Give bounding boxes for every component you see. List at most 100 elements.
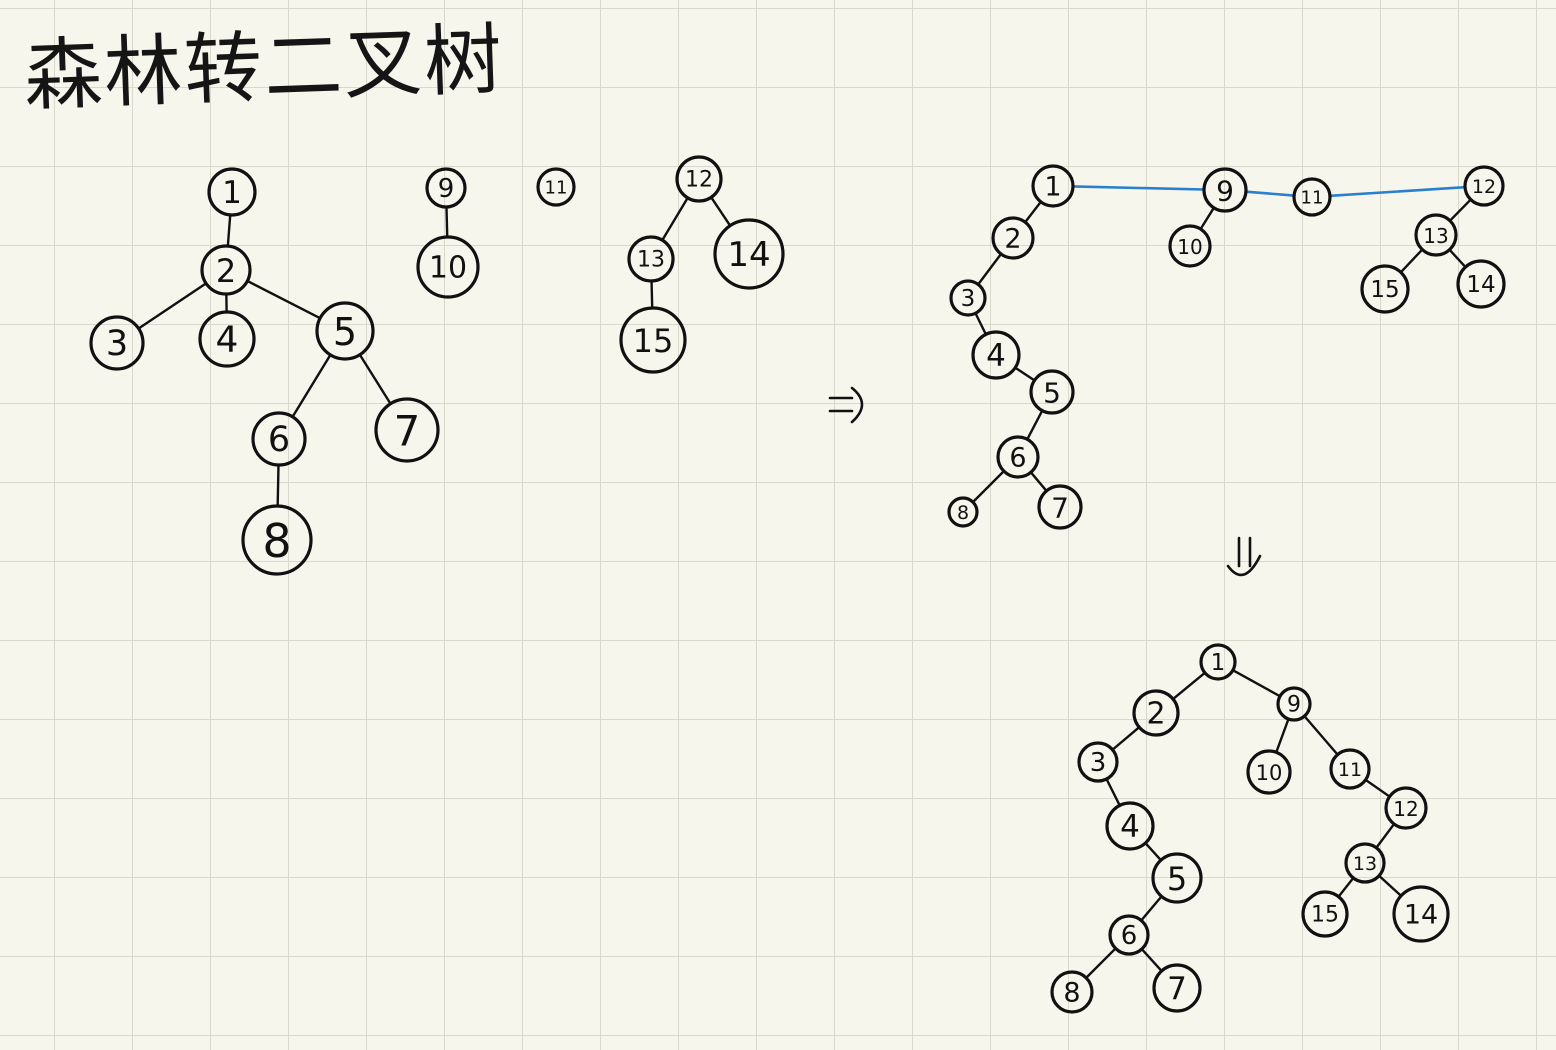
intermediate-node-13-circle [1414, 213, 1458, 257]
forest-node-4-circle [198, 310, 256, 368]
binary-node-11-circle [1329, 748, 1371, 790]
intermediate-node-8-label: 8 [957, 502, 969, 524]
intermediate-edge-9-10 [1199, 206, 1216, 231]
intermediate-node-11: 11 [1292, 177, 1332, 217]
binary-node-3-circle [1077, 741, 1119, 783]
forest-node-5-circle [315, 301, 375, 361]
binary-node-14: 14 [1392, 885, 1450, 943]
intermediate-node-5: 5 [1029, 369, 1075, 415]
forest-node-14-circle [713, 218, 785, 290]
binary-node-11: 11 [1329, 748, 1371, 790]
forest-node-15-circle [619, 306, 687, 374]
forest-node-12-label: 12 [685, 168, 713, 193]
root-link-1-9 [1071, 185, 1206, 191]
forest-node-2-label: 2 [216, 252, 236, 290]
intermediate-node-8: 8 [947, 496, 979, 528]
forest-node-13-label: 13 [637, 248, 665, 273]
forest-node-11-circle [536, 167, 576, 207]
intermediate-node-9-circle [1202, 167, 1248, 213]
forest-edge-5-6 [291, 353, 332, 419]
intermediate-node-7-label: 7 [1051, 492, 1069, 525]
forest-edge-9-10 [445, 205, 449, 239]
intermediate-node-13-label: 13 [1423, 224, 1448, 248]
forest-node-8-circle [241, 504, 313, 576]
binary-node-4: 4 [1105, 801, 1155, 851]
forest-node-14-label: 14 [727, 235, 770, 275]
forest-node-3-circle [89, 315, 145, 371]
forest-node-7-label: 7 [394, 407, 421, 456]
forest-node-12-circle [675, 155, 723, 203]
binary-node-14-label: 14 [1404, 900, 1438, 931]
forest-node-11-label: 11 [545, 178, 568, 199]
binary-node-8: 8 [1050, 970, 1094, 1014]
forest-node-12: 12 [675, 155, 723, 203]
binary-node-7-label: 7 [1167, 971, 1187, 1007]
forest-node-1-label: 1 [222, 175, 242, 211]
binary-node-2-circle [1132, 689, 1180, 737]
intermediate-node-5-label: 5 [1043, 377, 1061, 410]
forest-node-3: 3 [89, 315, 145, 371]
binary-node-9: 9 [1276, 686, 1312, 722]
intermediate-edge-13-15 [1399, 248, 1424, 274]
intermediate-node-2-circle [991, 216, 1035, 260]
intermediate-node-4-label: 4 [986, 338, 1006, 374]
binary-node-7-circle [1152, 963, 1202, 1013]
down-arrow [1226, 536, 1262, 577]
intermediate-edge-4-5 [1013, 366, 1036, 382]
intermediate-node-5-circle [1029, 369, 1075, 415]
forest-node-3-label: 3 [106, 324, 128, 364]
forest-node-8-label: 8 [262, 514, 291, 568]
forest-edge-2-3 [137, 282, 208, 330]
binary-node-12: 12 [1384, 786, 1428, 830]
intermediate-node-10-label: 10 [1177, 235, 1202, 259]
forest-edge-5-7 [358, 353, 392, 405]
forest-node-6-label: 6 [268, 420, 290, 460]
binary-node-12-label: 12 [1393, 797, 1418, 821]
forest-node-9-circle [425, 167, 467, 209]
intermediate-edge-12-13 [1448, 198, 1472, 222]
binary-edge-12-13 [1375, 822, 1396, 849]
intermediate-node-4: 4 [971, 330, 1021, 380]
binary-node-13-circle [1344, 842, 1386, 884]
binary-node-7: 7 [1152, 963, 1202, 1013]
forest-edge-2-5 [246, 279, 322, 320]
forest-edge-6-8 [276, 463, 280, 508]
intermediate-node-7-circle [1037, 484, 1083, 530]
intermediate-node-15: 15 [1360, 264, 1410, 314]
intermediate-node-3-label: 3 [961, 286, 976, 312]
binary-edge-1-2 [1171, 671, 1207, 701]
intermediate-node-14-label: 14 [1466, 272, 1495, 298]
binary-node-2-label: 2 [1146, 697, 1165, 732]
intermediate-edge-2-3 [977, 252, 1003, 286]
binary-node-2: 2 [1132, 689, 1180, 737]
binary-edge-4-5 [1144, 841, 1163, 862]
intermediate-node-1: 1 [1031, 164, 1075, 208]
forest-node-10-circle [416, 235, 480, 299]
intermediate-node-10: 10 [1168, 224, 1212, 268]
binary-node-15-circle [1301, 890, 1349, 938]
intermediate-node-9-label: 9 [1216, 175, 1234, 208]
binary-node-10: 10 [1246, 749, 1292, 795]
binary-node-4-label: 4 [1120, 809, 1140, 845]
intermediate-node-12-label: 12 [1472, 176, 1496, 198]
forest-node-14: 14 [713, 218, 785, 290]
forest-node-6: 6 [251, 411, 307, 467]
forest-node-4: 4 [198, 310, 256, 368]
binary-node-4-circle [1105, 801, 1155, 851]
root-link-9-11 [1244, 190, 1296, 197]
intermediate-edge-1-2 [1023, 200, 1043, 224]
forest-node-7: 7 [374, 397, 440, 463]
binary-node-1-circle [1199, 643, 1237, 681]
forest-edge-12-13 [661, 196, 689, 242]
binary-edge-13-14 [1377, 874, 1403, 898]
forest-node-11: 11 [536, 167, 576, 207]
intermediate-node-8-circle [947, 496, 979, 528]
forest-node-5-label: 5 [333, 310, 357, 354]
binary-node-8-label: 8 [1063, 978, 1080, 1009]
binary-node-14-circle [1392, 885, 1450, 943]
binary-node-10-circle [1246, 749, 1292, 795]
binary-node-11-label: 11 [1338, 759, 1362, 781]
intermediate-node-6: 6 [996, 435, 1040, 479]
binary-edge-5-6 [1140, 895, 1163, 922]
binary-node-15: 15 [1301, 890, 1349, 938]
